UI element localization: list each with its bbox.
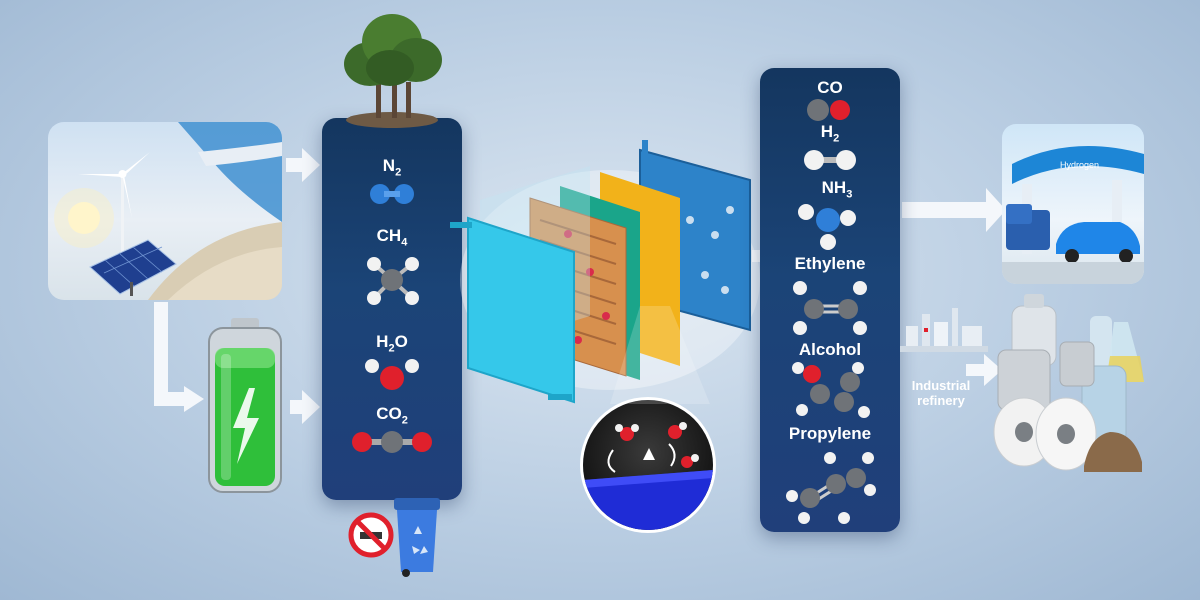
h2-label: H2 — [820, 122, 840, 145]
battery-icon — [205, 318, 285, 494]
n2-molecule-icon — [370, 184, 414, 204]
industrial-refinery-label: Industrial refinery — [911, 378, 971, 408]
propylene-molecule-icon — [786, 452, 876, 524]
propylene-label: Propylene — [788, 424, 872, 443]
electrolyzer-icon — [450, 140, 760, 420]
h2o-molecule-icon — [365, 359, 419, 390]
hydrogen-station-icon: Hydrogen — [1002, 124, 1144, 284]
solar-panel-icon — [89, 239, 177, 296]
tree-icon — [330, 8, 450, 128]
hydrogen-sign: Hydrogen — [1060, 160, 1099, 170]
co2-molecule-icon — [352, 431, 432, 453]
zoom-cone — [610, 306, 710, 404]
wind-turbine-icon — [78, 152, 150, 284]
nh3-molecule-icon — [798, 204, 856, 250]
co2-label: CO2 — [376, 404, 408, 427]
products-panel: CO H2 NH3 Ethylene Alcohol Propylene — [760, 68, 900, 532]
ch4-label: CH4 — [376, 226, 408, 249]
alcohol-molecule-icon — [792, 362, 870, 418]
renewable-scene-icon — [54, 122, 282, 300]
ch4-molecule-icon — [367, 257, 419, 305]
recycle-bin-icon — [392, 494, 442, 578]
h2o-label: H2O — [376, 332, 408, 355]
nh3-label: NH3 — [821, 178, 853, 201]
no-smoking-icon — [348, 512, 394, 558]
chemical-containers-icon — [993, 286, 1148, 478]
co-molecule-icon — [807, 99, 850, 121]
n2-label: N2 — [382, 156, 402, 179]
ethylene-molecule-icon — [793, 281, 867, 335]
alcohol-label: Alcohol — [798, 340, 862, 359]
h2-molecule-icon — [804, 150, 856, 170]
renewable-energy-panel — [48, 122, 282, 300]
ethylene-label: Ethylene — [794, 254, 866, 273]
co-label: CO — [817, 78, 843, 97]
feedstock-panel: N2 CH4 H2O CO2 — [322, 118, 462, 500]
catalyst-surface-icon — [583, 400, 713, 530]
refinery-icon — [900, 296, 988, 352]
